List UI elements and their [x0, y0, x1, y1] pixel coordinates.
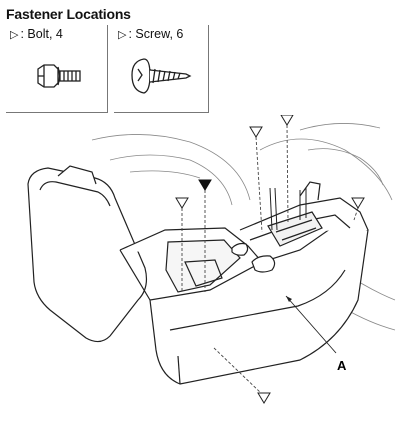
- legend-bolt-label: ▷: Bolt, 4: [10, 27, 63, 41]
- open-triangle-icon: ▷: [10, 28, 19, 41]
- bolt-count-text: : Bolt, 4: [20, 27, 63, 41]
- page-title: Fastener Locations: [6, 6, 131, 22]
- floor-console-diagram: A: [27, 115, 396, 404]
- bolt-icon: [37, 64, 81, 88]
- legend-screw-label: ▷: Screw, 6: [118, 27, 183, 41]
- open-triangle-icon: [175, 115, 365, 404]
- callout-a-label: A: [337, 358, 347, 373]
- legend-screw: ▷: Screw, 6: [114, 25, 209, 113]
- screw-icon: [131, 58, 192, 94]
- console-body: [119, 181, 369, 385]
- screw-count-text: : Screw, 6: [128, 27, 184, 41]
- callout-a: A: [285, 295, 347, 373]
- filled-triangle-icon: [198, 179, 212, 191]
- shift-lever: [269, 187, 307, 231]
- armrest-lid: [27, 165, 148, 343]
- open-triangle-icon: ▷: [118, 28, 127, 41]
- legend-bolt: ▷: Bolt, 4: [6, 25, 108, 113]
- fastener-leader-lines: [181, 124, 359, 395]
